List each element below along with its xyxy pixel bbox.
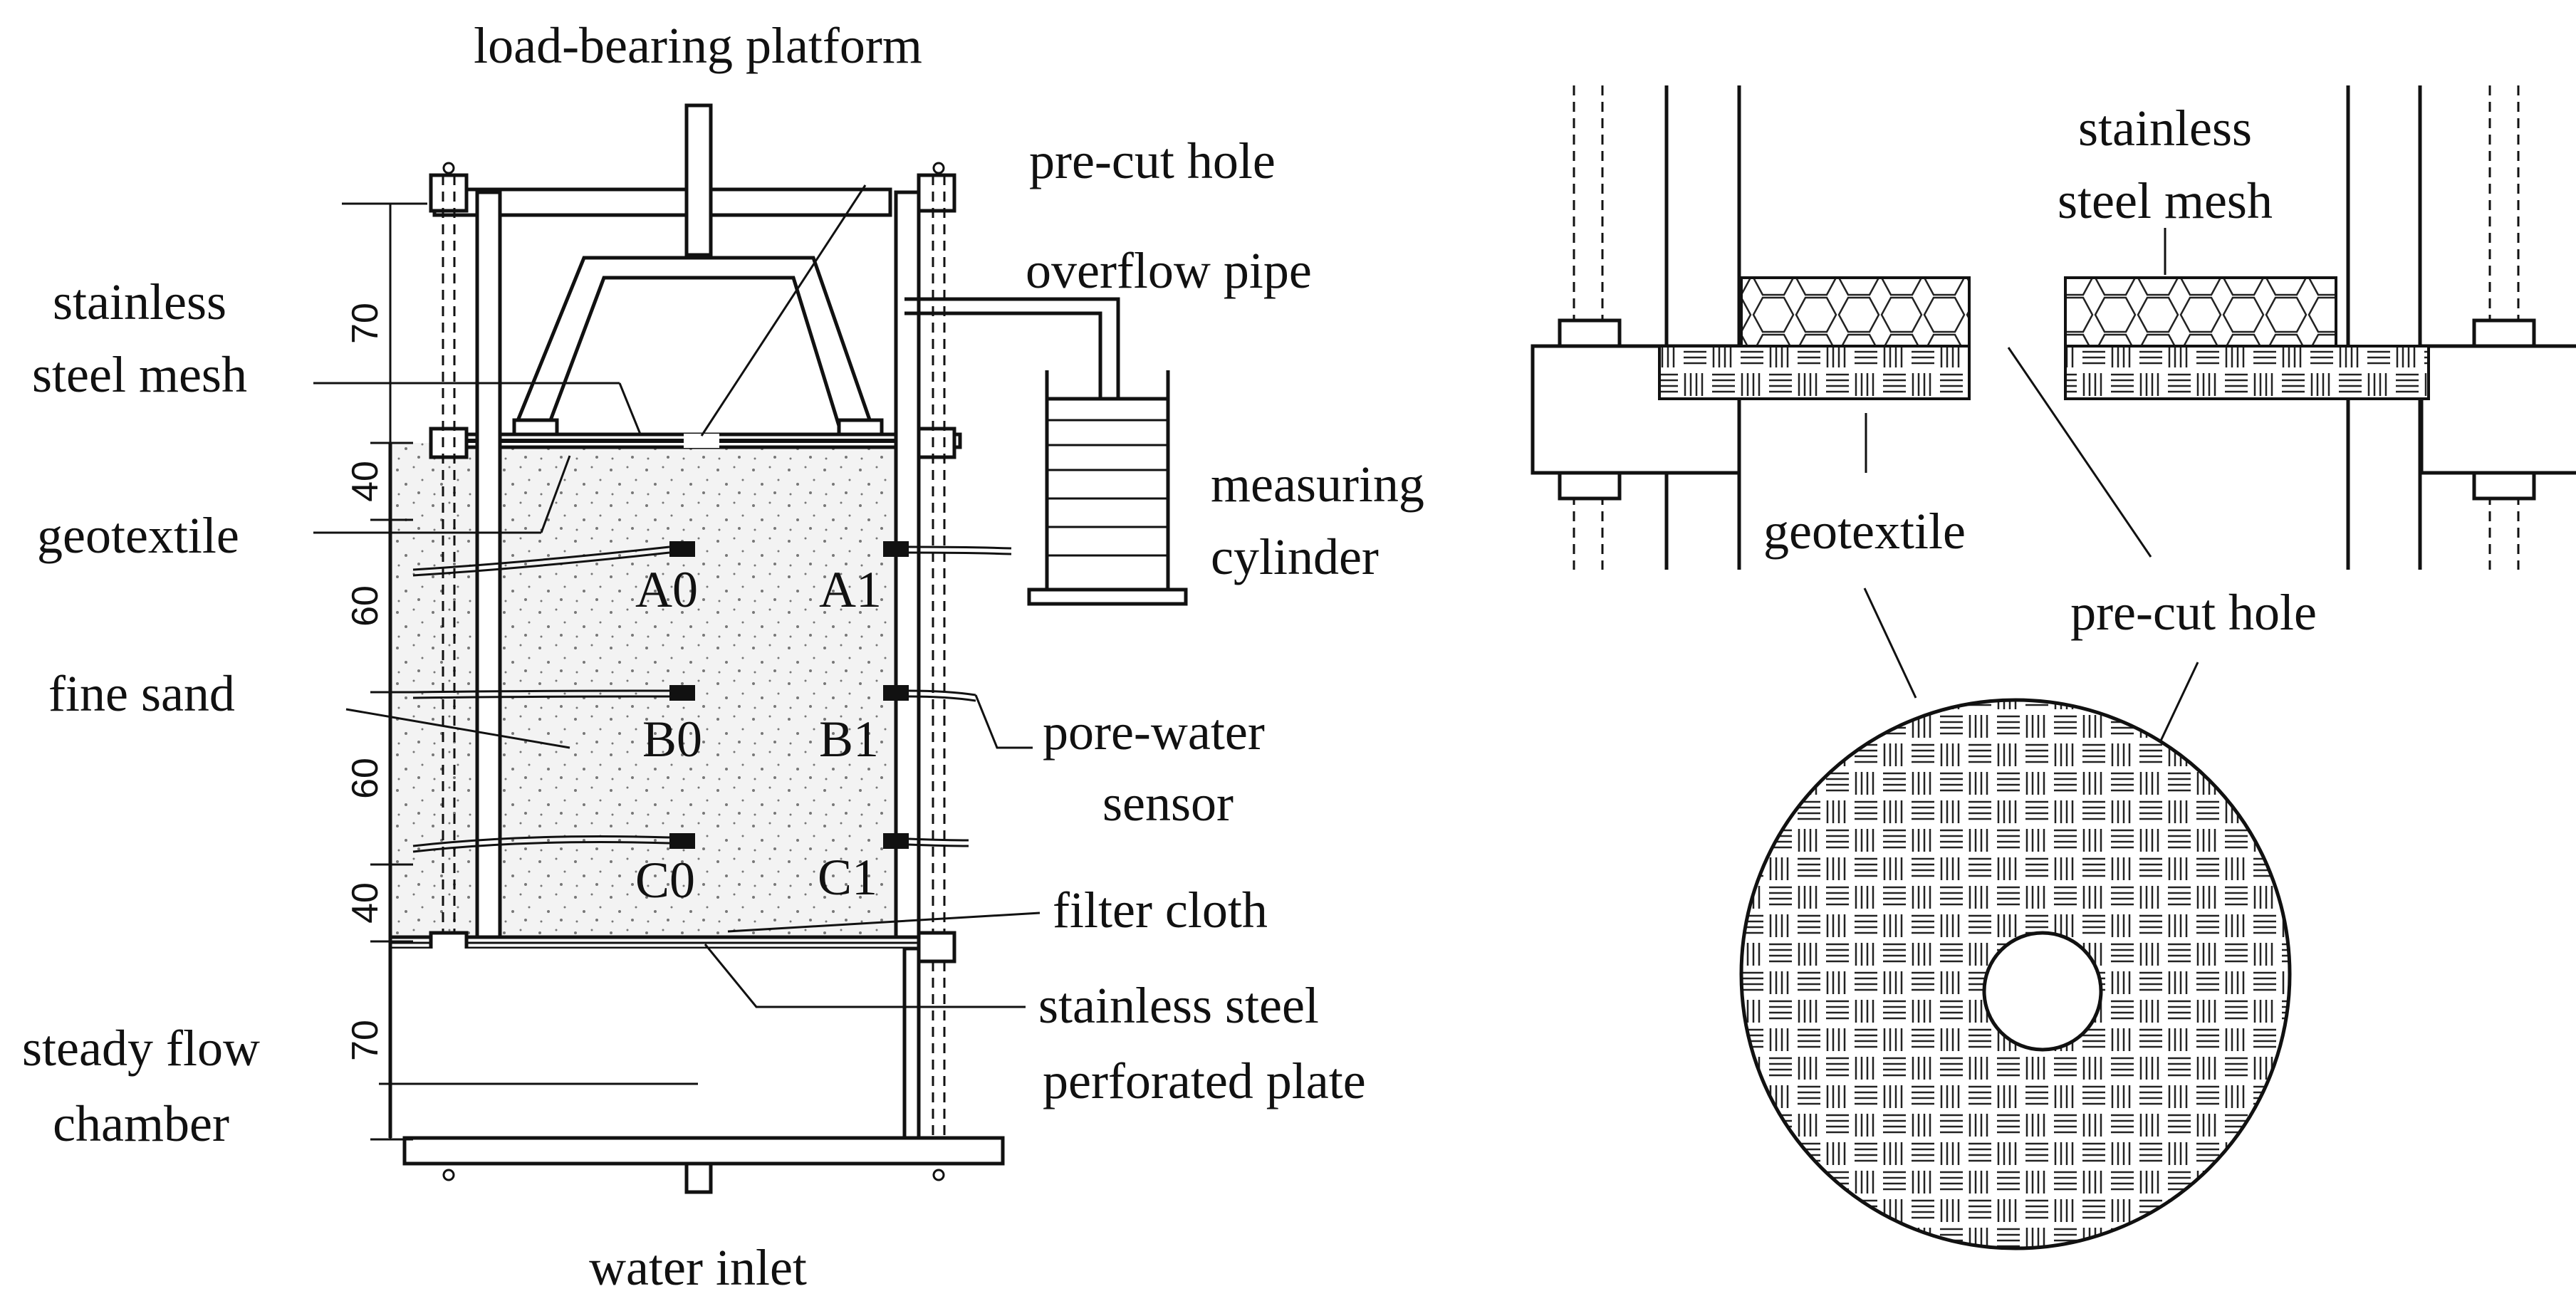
sensor-label-b1: B1 — [819, 711, 879, 768]
label-stainless-steel-mesh-1: stainless — [53, 273, 226, 330]
detail-label-geotextile: geotextile — [1763, 503, 1966, 560]
label-steady-flow-chamber-1: steady flow — [22, 1020, 260, 1077]
mesh-layer — [434, 439, 929, 443]
label-load-bearing-platform: load-bearing platform — [474, 17, 922, 74]
dim-sand-mid2: 60 — [345, 758, 386, 799]
overflow-pipe — [904, 297, 1120, 399]
detail-label-mesh-2: steel mesh — [2058, 172, 2273, 229]
label-perforated-plate-2: perforated plate — [1043, 1053, 1366, 1109]
leader-lines — [313, 184, 1041, 1085]
label-pore-water-sensor-1: pore-water — [1043, 704, 1265, 761]
dim-sand-mid1: 60 — [345, 585, 386, 627]
sensor-label-c1: C1 — [818, 849, 877, 906]
water-inlet-pipe — [684, 1161, 713, 1194]
label-overflow-pipe: overflow pipe — [1026, 242, 1312, 299]
detail-section: stainless steel mesh geotextile pre-cut … — [1531, 85, 2576, 1250]
label-pore-water-sensor-2: sensor — [1102, 775, 1234, 832]
label-filter-cloth: filter cloth — [1053, 882, 1268, 939]
flange-bolt-right — [917, 427, 956, 459]
pore-water-sensors — [412, 541, 1012, 853]
label-steady-flow-chamber-2: chamber — [53, 1095, 229, 1152]
base-plate — [402, 1136, 1005, 1166]
top-bar — [432, 187, 892, 217]
top-bolt-left — [429, 173, 469, 213]
label-water-inlet: water inlet — [589, 1239, 807, 1296]
detail-flange-right — [2419, 344, 2576, 475]
label-fine-sand: fine sand — [48, 665, 235, 722]
sensor-label-a0: A0 — [635, 561, 698, 618]
flange-bolt-left — [429, 427, 469, 459]
label-stainless-steel-mesh-2: steel mesh — [32, 346, 247, 403]
dim-flow-chamber: 70 — [345, 1020, 386, 1061]
dim-sand-top: 40 — [345, 461, 386, 502]
sensor-label-c0: C0 — [635, 852, 695, 909]
label-measuring-cylinder-1: measuring — [1211, 456, 1424, 513]
detail-geotextile-right — [2064, 345, 2430, 400]
dim-sand-bottom: 40 — [345, 882, 386, 924]
steady-flow-chamber — [390, 949, 904, 1138]
detail-mesh-right — [2064, 276, 2337, 348]
load-rod — [684, 103, 713, 257]
dimension-ruler — [342, 202, 427, 1141]
label-geotextile: geotextile — [37, 507, 239, 564]
label-pre-cut-hole: pre-cut hole — [1029, 132, 1276, 189]
detail-label-pre-cut-hole: pre-cut hole — [2070, 584, 2317, 641]
load-frame — [512, 256, 884, 437]
top-bolt-right — [917, 173, 956, 213]
measuring-cylinder — [1027, 370, 1188, 606]
sensor-label-a1: A1 — [819, 561, 882, 618]
label-perforated-plate-1: stainless steel — [1038, 977, 1319, 1034]
detail-label-mesh-1: stainless — [2078, 100, 2252, 157]
disc-pre-cut-hole — [1982, 931, 2103, 1052]
pre-cut-hole-gap — [684, 434, 719, 448]
detail-geotextile-left — [1658, 345, 1971, 400]
label-measuring-cylinder-2: cylinder — [1211, 528, 1379, 585]
detail-mesh-left — [1740, 276, 1971, 348]
apparatus: 70 40 60 60 40 70 A0 A1 B0 B1 C0 C1 load… — [22, 17, 1424, 1296]
sensor-label-b0: B0 — [642, 711, 702, 768]
dim-top-chamber: 70 — [345, 303, 386, 344]
